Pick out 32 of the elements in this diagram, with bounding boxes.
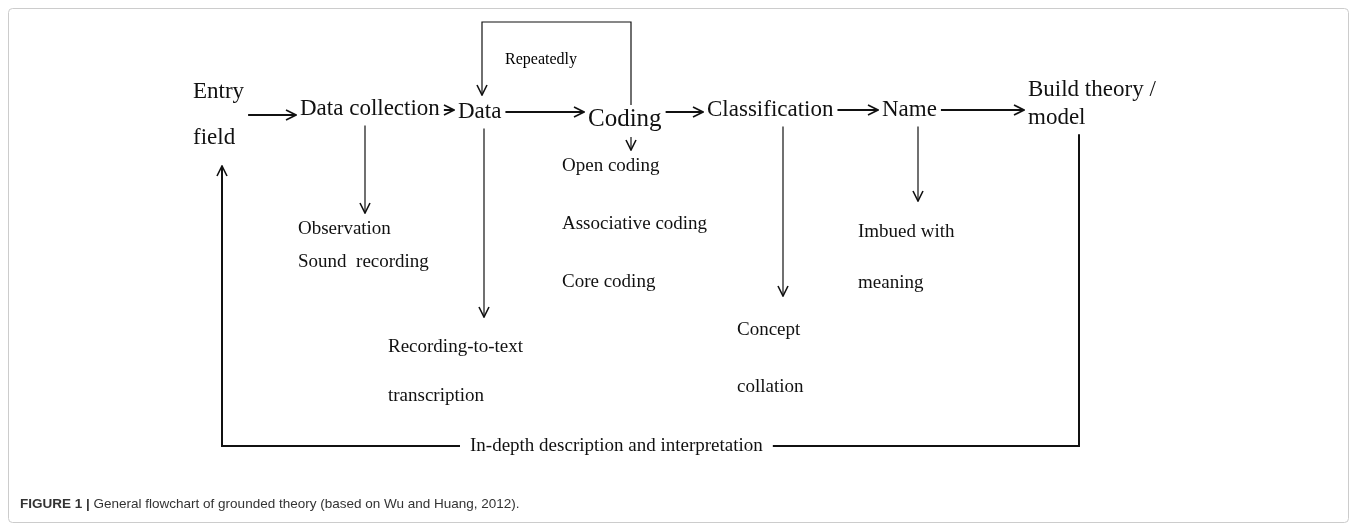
arrow bbox=[504, 106, 585, 118]
figure-caption: FIGURE 1 | General flowchart of grounded theory (based on Wu and Huang, 2012). bbox=[20, 496, 520, 511]
connector-line bbox=[771, 133, 1080, 447]
flow-step-text: Name bbox=[882, 95, 957, 123]
flow-step-text: Imbued with meaning bbox=[858, 205, 998, 308]
flow-step-text: Data bbox=[458, 97, 518, 125]
arrow bbox=[478, 128, 490, 318]
arrow bbox=[777, 126, 789, 297]
flow-step-text: Coding bbox=[588, 103, 678, 133]
arrow bbox=[476, 21, 632, 106]
step-item-text: Open coding bbox=[562, 154, 660, 177]
arrow bbox=[625, 136, 637, 151]
arrow bbox=[836, 104, 879, 116]
flow-step-text: Recording-to-text transcription bbox=[388, 321, 568, 420]
arrow bbox=[912, 126, 924, 202]
step-item-text: Observation bbox=[298, 217, 391, 240]
flow-step-text: Concept collation bbox=[737, 300, 827, 414]
edge-label: Repeatedly bbox=[505, 50, 577, 68]
arrow bbox=[939, 104, 1025, 116]
flow-step-text: Classification bbox=[707, 95, 847, 123]
arrow bbox=[664, 106, 704, 118]
step-item-text: Sound recording bbox=[298, 249, 429, 273]
flow-step-text: Entry field bbox=[193, 68, 273, 160]
flow-step-text: In-depth description and interpretation bbox=[470, 434, 800, 457]
arrow bbox=[442, 104, 455, 116]
flow-step-text: Build theory / model bbox=[1028, 75, 1198, 131]
flow-step-text: Data collection bbox=[300, 95, 440, 122]
step-item-text: Core coding bbox=[562, 269, 656, 293]
step-item-text: Associative coding bbox=[562, 211, 708, 235]
arrow bbox=[359, 124, 371, 214]
arrow bbox=[216, 165, 461, 447]
arrow bbox=[247, 109, 297, 121]
